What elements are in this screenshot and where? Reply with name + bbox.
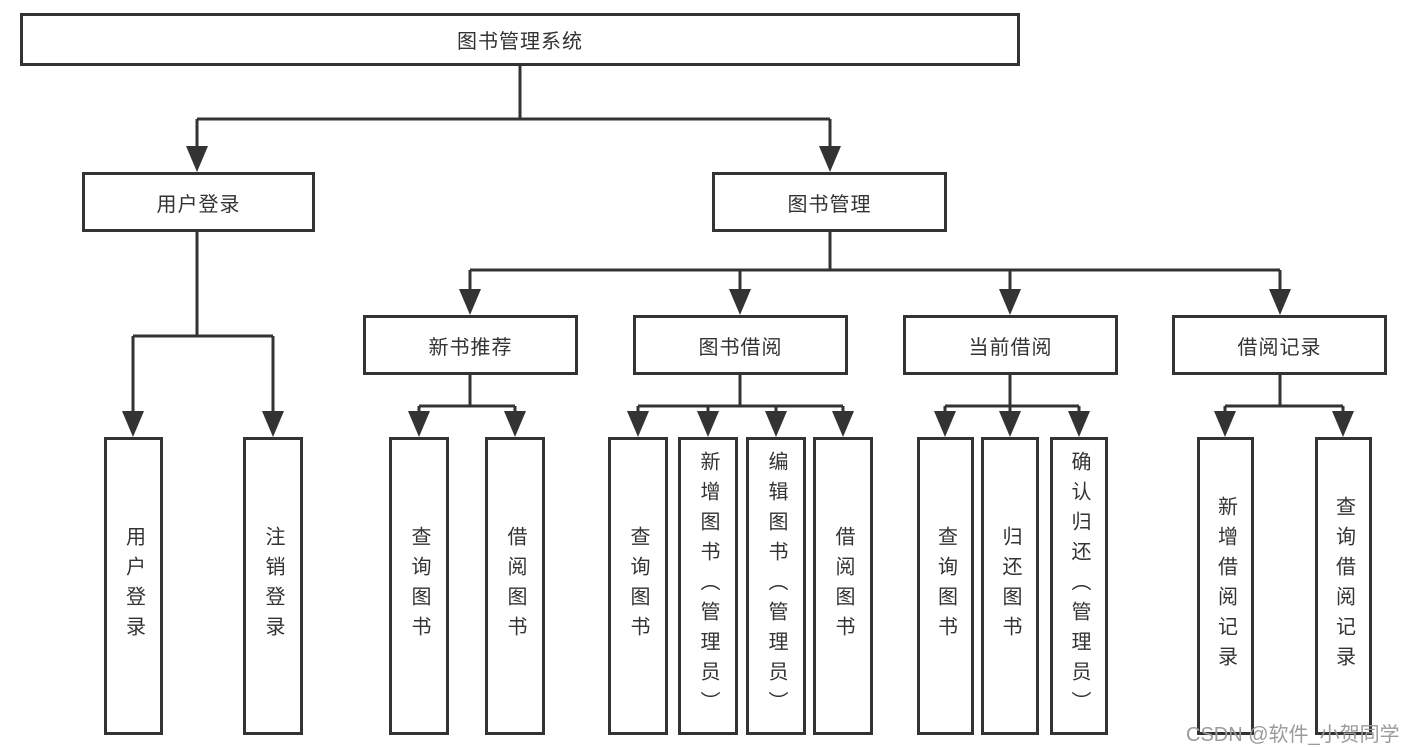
leaf-confirm-return-admin: 确认归还（管理员）	[1050, 437, 1108, 735]
leaf-edit-books-admin-label: 编辑图书（管理员）	[765, 451, 787, 721]
leaf-query-books-current: 查询图书	[917, 437, 974, 735]
leaf-query-books-recommend-label: 查询图书	[408, 526, 430, 646]
node-borrow-records: 借阅记录	[1172, 315, 1387, 375]
node-borrow-records-label: 借阅记录	[1237, 336, 1322, 359]
node-user-login: 用户登录	[82, 172, 315, 232]
csdn-watermark: CSDN @软件_小贺同学	[1186, 724, 1400, 746]
leaf-logout-label: 注销登录	[262, 526, 284, 646]
node-new-book-recommend: 新书推荐	[363, 315, 578, 375]
node-current-borrow: 当前借阅	[903, 315, 1118, 375]
node-book-management-label: 图书管理	[787, 193, 872, 216]
leaf-user-login-label: 用户登录	[122, 526, 145, 646]
leaf-query-books-borrow-label: 查询图书	[627, 526, 649, 646]
node-new-book-recommend-label: 新书推荐	[428, 336, 513, 359]
leaf-borrow-books-recommend: 借阅图书	[485, 437, 545, 735]
node-user-login-label: 用户登录	[156, 193, 241, 216]
node-library-system-label: 图书管理系统	[457, 31, 583, 53]
leaf-confirm-return-admin-label: 确认归还（管理员）	[1068, 451, 1090, 721]
leaf-return-books-label: 归还图书	[999, 526, 1021, 646]
leaf-query-books-recommend: 查询图书	[389, 437, 449, 735]
leaf-borrow-books-label: 借阅图书	[832, 526, 854, 646]
node-book-borrow: 图书借阅	[633, 315, 848, 375]
leaf-add-borrow-record-label: 新增借阅记录	[1214, 496, 1237, 676]
leaf-borrow-books-recommend-label: 借阅图书	[504, 526, 526, 646]
node-book-management: 图书管理	[712, 172, 947, 232]
leaf-query-books-borrow: 查询图书	[608, 437, 668, 735]
leaf-add-borrow-record: 新增借阅记录	[1197, 437, 1254, 735]
leaf-logout: 注销登录	[243, 437, 303, 735]
leaf-add-books-admin-label: 新增图书（管理员）	[697, 451, 719, 721]
leaf-query-books-current-label: 查询图书	[934, 526, 957, 646]
leaf-query-borrow-record-label: 查询借阅记录	[1332, 496, 1355, 676]
leaf-edit-books-admin: 编辑图书（管理员）	[746, 437, 806, 735]
leaf-query-borrow-record: 查询借阅记录	[1315, 437, 1372, 735]
leaf-return-books: 归还图书	[981, 437, 1039, 735]
node-book-borrow-label: 图书借阅	[698, 336, 783, 359]
node-library-system: 图书管理系统	[20, 13, 1020, 66]
arrowheads	[122, 146, 1354, 437]
node-current-borrow-label: 当前借阅	[968, 336, 1053, 359]
leaf-add-books-admin: 新增图书（管理员）	[678, 437, 738, 735]
leaf-borrow-books: 借阅图书	[813, 437, 873, 735]
leaf-user-login: 用户登录	[104, 437, 163, 735]
